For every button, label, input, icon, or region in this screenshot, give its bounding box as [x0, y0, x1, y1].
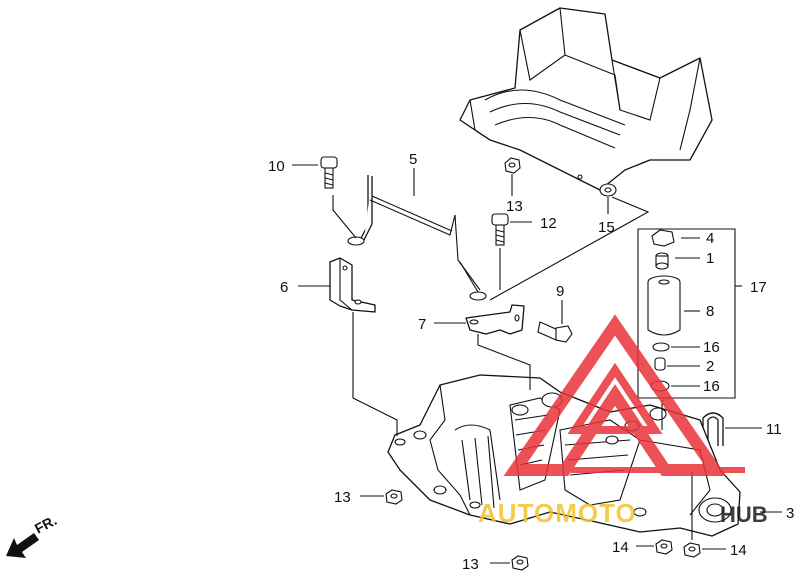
callout-3: 3 [786, 505, 794, 522]
bracket-part-7 [465, 304, 525, 335]
callout-11: 11 [766, 421, 782, 438]
callout-15: 15 [598, 219, 615, 236]
callout-8: 8 [706, 303, 714, 320]
cap-part-4 [651, 229, 675, 247]
callout-12: 12 [540, 215, 557, 232]
bushing-part-1 [655, 252, 669, 270]
washer-part-16-top [652, 342, 670, 352]
callout-9: 9 [556, 283, 564, 300]
kit-box-17 [637, 228, 742, 399]
callout-13-top: 13 [506, 198, 523, 215]
direction-label: FR. [32, 512, 59, 537]
callout-7: 7 [418, 316, 426, 333]
nut-part-13-bottom [511, 555, 529, 571]
bolt-part-12 [491, 213, 509, 246]
callout-13-bottom: 13 [462, 556, 479, 573]
front-direction-arrow: FR. [6, 512, 59, 558]
nut-part-13-left [385, 489, 403, 505]
bracket-part-6 [329, 257, 376, 313]
nut-part-14-right [683, 542, 701, 558]
callout-10: 10 [268, 158, 285, 175]
watermark-text-a: AUTOMOTO [478, 498, 637, 528]
bolt-part-10 [320, 156, 338, 189]
callout-1: 1 [706, 250, 714, 267]
watermark-text-b: HUB [720, 502, 768, 527]
nut-part-13-top [504, 157, 521, 174]
bolt-part-9 [537, 321, 573, 343]
callout-6: 6 [280, 279, 288, 296]
callout-2: 2 [706, 358, 714, 375]
fender-assembly [459, 7, 713, 191]
watermark-logo: AUTOMOTO HUB [478, 314, 768, 528]
washer-part-15 [599, 183, 617, 197]
collar-part-2 [654, 357, 666, 371]
callout-16-bottom: 16 [703, 378, 720, 395]
damper-part-8 [647, 275, 681, 336]
callout-4: 4 [706, 230, 714, 247]
rod-part-5 [347, 175, 487, 301]
callout-16-top: 16 [703, 339, 720, 356]
callout-labels: 10 5 13 12 15 6 9 7 4 1 17 8 16 2 16 11 … [268, 151, 794, 573]
nut-part-14-left [655, 539, 673, 555]
leader-lines [292, 164, 782, 564]
callout-14-right: 14 [730, 542, 747, 559]
callout-14-left: 14 [612, 539, 629, 556]
callout-5: 5 [409, 151, 417, 168]
callout-13-left: 13 [334, 489, 351, 506]
callout-17: 17 [750, 279, 767, 296]
